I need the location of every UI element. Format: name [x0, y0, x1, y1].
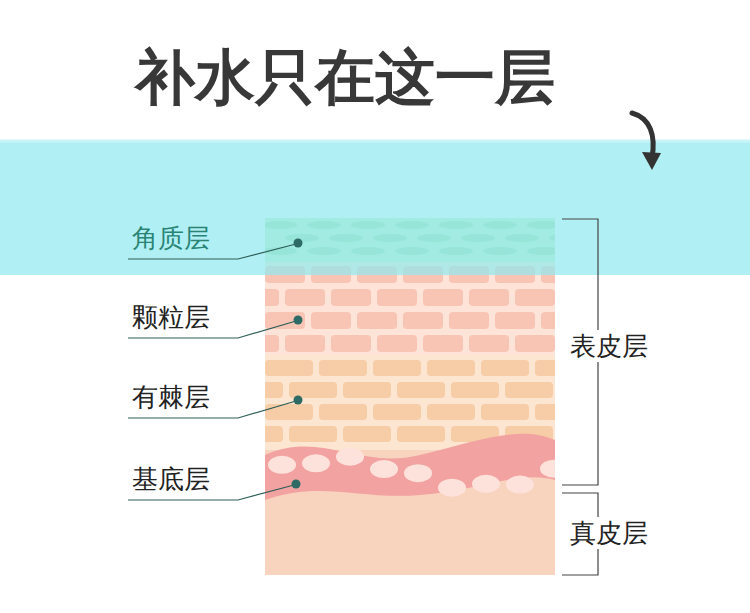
cell: [357, 312, 397, 329]
cell: [373, 404, 421, 420]
cell: [265, 289, 279, 306]
cell: [451, 382, 499, 398]
pointer-arrow: [632, 113, 653, 158]
cell: [515, 289, 555, 306]
cell: [535, 360, 555, 376]
bracket-label: 表皮层: [567, 330, 651, 363]
cell: [541, 312, 555, 329]
cell: [397, 382, 445, 398]
cell: [343, 426, 391, 442]
cell: [319, 404, 367, 420]
pointer-arrowhead: [642, 152, 661, 170]
leader-dot: [292, 480, 301, 489]
leader-dot: [294, 396, 303, 405]
cell: [427, 404, 475, 420]
cell: [377, 289, 417, 306]
cell: [469, 289, 509, 306]
basal-cell: [506, 476, 534, 494]
cell: [289, 426, 337, 442]
cell: [265, 382, 283, 398]
basal-cell: [370, 460, 398, 478]
cell: [289, 382, 337, 398]
leader-lines: [128, 244, 296, 500]
layer-label: 角质层: [132, 224, 210, 253]
cell: [423, 335, 463, 352]
basal-cell: [302, 454, 330, 472]
cell: [397, 426, 445, 442]
cell: [427, 360, 475, 376]
basal-cell: [404, 464, 432, 482]
cell: [377, 335, 417, 352]
band-edge: [0, 140, 750, 143]
cell: [469, 335, 509, 352]
cell: [535, 404, 555, 420]
leader-dot: [294, 316, 303, 325]
stratum-basale: [265, 434, 555, 500]
cell: [373, 360, 421, 376]
basal-cell: [268, 456, 296, 474]
cell: [265, 335, 279, 352]
cell: [285, 289, 325, 306]
cell: [311, 312, 351, 329]
cell: [265, 360, 313, 376]
basal-cell: [336, 448, 364, 466]
basal-cell: [472, 475, 500, 493]
leader-dot: [294, 239, 303, 248]
cell: [481, 404, 529, 420]
cell: [319, 360, 367, 376]
leader-dots: [292, 239, 303, 489]
cell: [285, 335, 325, 352]
cell: [331, 289, 371, 306]
cell: [403, 312, 443, 329]
cell: [495, 312, 535, 329]
cell: [265, 312, 305, 329]
cell: [265, 426, 283, 442]
cell: [449, 312, 489, 329]
hydration-band: [0, 141, 750, 275]
cell: [515, 335, 555, 352]
layer-label: 基底层: [132, 465, 210, 494]
basal-cell: [438, 479, 466, 497]
title: 补水只在这一层: [135, 44, 555, 110]
layer-label: 有棘层: [132, 383, 210, 412]
cell: [505, 382, 553, 398]
bracket-label: 真皮层: [567, 517, 651, 550]
cell: [481, 360, 529, 376]
stratum-granulosum: [265, 262, 555, 355]
cell: [331, 335, 371, 352]
layer-label: 颗粒层: [132, 303, 210, 332]
cell: [265, 404, 313, 420]
cell: [343, 382, 391, 398]
cell: [423, 289, 463, 306]
basal-cell: [540, 460, 555, 478]
